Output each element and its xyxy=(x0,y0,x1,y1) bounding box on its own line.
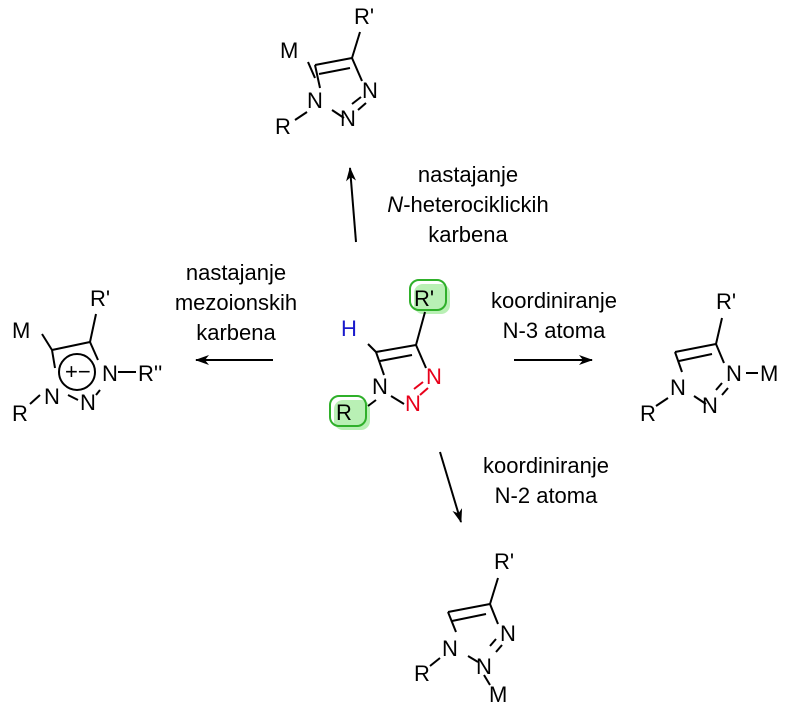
n2-label: N xyxy=(405,391,421,416)
caption-left: nastajanje mezoionskih karbena xyxy=(175,260,297,345)
right-product: R' N M N N R xyxy=(640,289,778,426)
left-r-dprime-label: R'' xyxy=(138,361,162,386)
r-prime-highlight-box xyxy=(409,279,447,311)
caption-top: nastajanje N-heterociklickih karbena xyxy=(387,162,548,247)
bottom-n1-label: N xyxy=(442,636,458,661)
top-n3-label: N xyxy=(362,78,378,103)
n1-label: N xyxy=(372,374,388,399)
left-m-label: M xyxy=(12,318,30,343)
top-n1-label: N xyxy=(307,88,323,113)
arrow-up xyxy=(346,167,357,243)
caption-bottom: koordiniranje N-2 atoma xyxy=(483,453,609,508)
bottom-product: R' N N N R M xyxy=(414,549,516,703)
center-triazole: H R' N N N R xyxy=(329,279,450,430)
r-highlight-fill xyxy=(334,400,370,430)
caption-left-line3: karbena xyxy=(196,320,276,345)
left-n2-label: N xyxy=(80,390,96,415)
top-r-prime-label: R' xyxy=(354,4,374,29)
right-n1-label: N xyxy=(670,375,686,400)
caption-bottom-line1: koordiniranje xyxy=(483,453,609,478)
right-n2-label: N xyxy=(702,393,718,418)
caption-bottom-line2: N-2 atoma xyxy=(495,483,598,508)
arrow-down xyxy=(439,451,463,523)
n3-label: N xyxy=(426,364,442,389)
caption-right-line1: koordiniranje xyxy=(491,288,617,313)
left-n3-label: N xyxy=(102,361,118,386)
top-n2-label: N xyxy=(340,106,356,131)
right-m-label: M xyxy=(760,361,778,386)
hydrogen-label: H xyxy=(341,316,357,341)
r-prime-highlight-fill xyxy=(414,284,450,314)
right-r-label: R xyxy=(640,401,656,426)
charge-label: +− xyxy=(65,359,91,384)
caption-left-line2: mezoionskih xyxy=(175,290,297,315)
top-r-label: R xyxy=(275,114,291,139)
r-label: R xyxy=(336,400,352,425)
left-n1-label: N xyxy=(44,384,60,409)
right-n3-label: N xyxy=(726,361,742,386)
bottom-n3-label: N xyxy=(500,621,516,646)
top-product: M R' N N N R xyxy=(275,4,378,139)
bottom-m-label: M xyxy=(489,682,507,703)
bottom-n2-label: N xyxy=(476,654,492,679)
r-prime-label: R' xyxy=(414,286,434,311)
top-m-label: M xyxy=(280,38,298,63)
bottom-r-label: R xyxy=(414,661,430,686)
left-product: +− M R' N R'' N N R xyxy=(12,286,162,426)
caption-right: koordiniranje N-3 atoma xyxy=(491,288,617,343)
left-r-prime-label: R' xyxy=(90,286,110,311)
caption-left-line1: nastajanje xyxy=(186,260,286,285)
caption-right-line2: N-3 atoma xyxy=(503,318,606,343)
bottom-r-prime-label: R' xyxy=(494,549,514,574)
charge-circle xyxy=(58,353,96,391)
caption-top-line2: N-heterociklickih xyxy=(387,192,548,217)
r-highlight-box xyxy=(329,395,367,427)
caption-top-line3: karbena xyxy=(428,222,508,247)
left-r-label: R xyxy=(12,401,28,426)
right-r-prime-label: R' xyxy=(716,289,736,314)
caption-top-line1: nastajanje xyxy=(418,162,518,187)
